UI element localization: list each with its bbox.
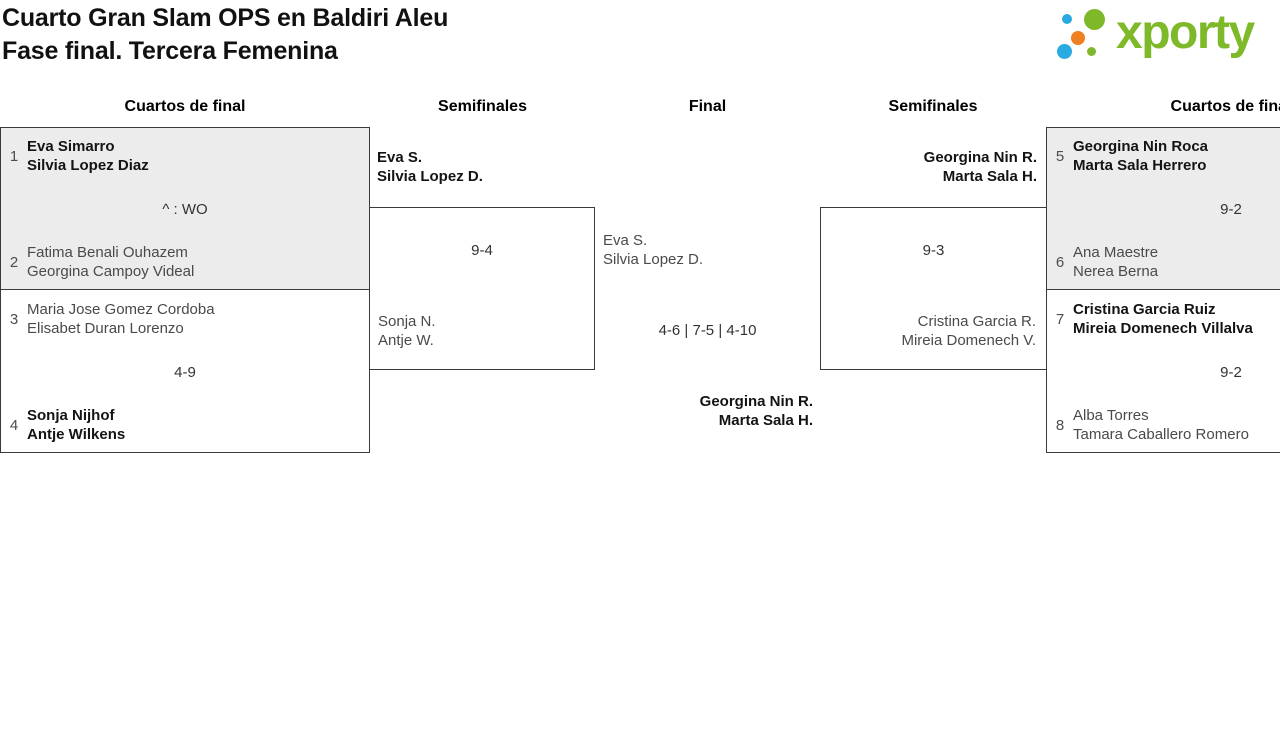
match-score: 9-2 [1220,201,1242,218]
team-seed7: 7 Cristina Garcia Ruiz Mireia Domenech V… [1050,300,1253,338]
sf-left-loser-team: Sonja N. Antje W. [378,313,436,349]
logo-dot-blue-small [1062,14,1072,24]
logo-wordmark: xporty [1116,6,1255,59]
seed-number: 6 [1055,253,1065,271]
team-name: Fatima Benali Ouhazem Georgina Campoy Vi… [27,244,195,280]
match-score: 4-9 [174,364,196,381]
xporty-logo[interactable]: xporty [1050,0,1280,75]
logo-dot-green-large [1084,9,1105,30]
match-sf-right: 9-3 Cristina Garcia R. Mireia Domenech V… [820,207,1047,370]
logo-dot-orange [1071,31,1085,45]
team-name: Sonja Nijhof Antje Wilkens [27,407,126,443]
team-name: Alba Torres Tamara Caballero Romero [1073,407,1249,443]
logo-dot-blue-large [1057,44,1072,59]
team-seed8: 8 Alba Torres Tamara Caballero Romero [1050,406,1249,444]
team-name: Ana Maestre Nerea Berna [1073,244,1159,280]
team-seed4: 4 Sonja Nijhof Antje Wilkens [4,406,125,444]
match-score: 9-2 [1220,364,1242,381]
team-seed3: 3 Maria Jose Gomez Cordoba Elisabet Dura… [4,300,215,338]
seed-number: 2 [9,253,19,271]
match-qf-left-bottom: 3 Maria Jose Gomez Cordoba Elisabet Dura… [0,289,370,453]
round-header-final: Final [688,98,727,115]
logo-dot-green-small [1087,47,1096,56]
seed-number: 1 [9,147,19,165]
team-name: Maria Jose Gomez Cordoba Elisabet Duran … [27,301,215,337]
seed-number: 5 [1055,147,1065,165]
match-qf-right-bottom: 7 Cristina Garcia Ruiz Mireia Domenech V… [1046,289,1280,453]
round-header-sf-left: Semifinales [438,98,527,115]
seed-number: 7 [1055,310,1065,328]
seed-number: 3 [9,310,19,328]
seed-number: 4 [9,416,19,434]
match-score: 9-3 [922,242,945,259]
round-header-sf-right: Semifinales [888,98,978,115]
tournament-title: Cuarto Gran Slam OPS en Baldiri Aleu [2,4,449,32]
team-seed5: 5 Georgina Nin Roca Marta Sala Herrero [1050,137,1208,175]
match-score: 9-4 [471,242,493,259]
final-champion-team: Georgina Nin R. Marta Sala H. [699,393,813,429]
team-seed2: 2 Fatima Benali Ouhazem Georgina Campoy … [4,243,195,281]
seed-number: 8 [1055,416,1065,434]
final-team-left: Eva S. Silvia Lopez D. [603,232,704,268]
match-qf-left-top: 1 Eva Simarro Silvia Lopez Diaz ^ : WO 2… [0,127,370,290]
team-seed1: 1 Eva Simarro Silvia Lopez Diaz [4,137,149,175]
page-title: Cuarto Gran Slam OPS en Baldiri Aleu Fas… [2,2,448,68]
round-header-qf-left: Cuartos de final [124,98,246,115]
phase-subtitle: Fase final. Tercera Femenina [2,37,338,65]
team-name: Georgina Nin Roca Marta Sala Herrero [1073,138,1209,174]
round-header-qf-right: Cuartos de final [1170,98,1280,115]
match-score: ^ : WO [162,201,208,218]
sf-right-loser-team: Cristina Garcia R. Mireia Domenech V. [901,313,1036,349]
sf-right-winner-team: Georgina Nin R. Marta Sala H. [923,149,1037,185]
team-name: Eva Simarro Silvia Lopez Diaz [27,138,149,174]
match-qf-right-top: 5 Georgina Nin Roca Marta Sala Herrero 9… [1046,127,1280,290]
match-sf-left: 9-4 Sonja N. Antje W. [369,207,595,370]
final-score: 4-6 | 7-5 | 4-10 [658,322,757,339]
team-name: Cristina Garcia Ruiz Mireia Domenech Vil… [1073,301,1253,337]
sf-left-winner-team: Eva S. Silvia Lopez D. [377,149,483,185]
team-seed6: 6 Ana Maestre Nerea Berna [1050,243,1158,281]
